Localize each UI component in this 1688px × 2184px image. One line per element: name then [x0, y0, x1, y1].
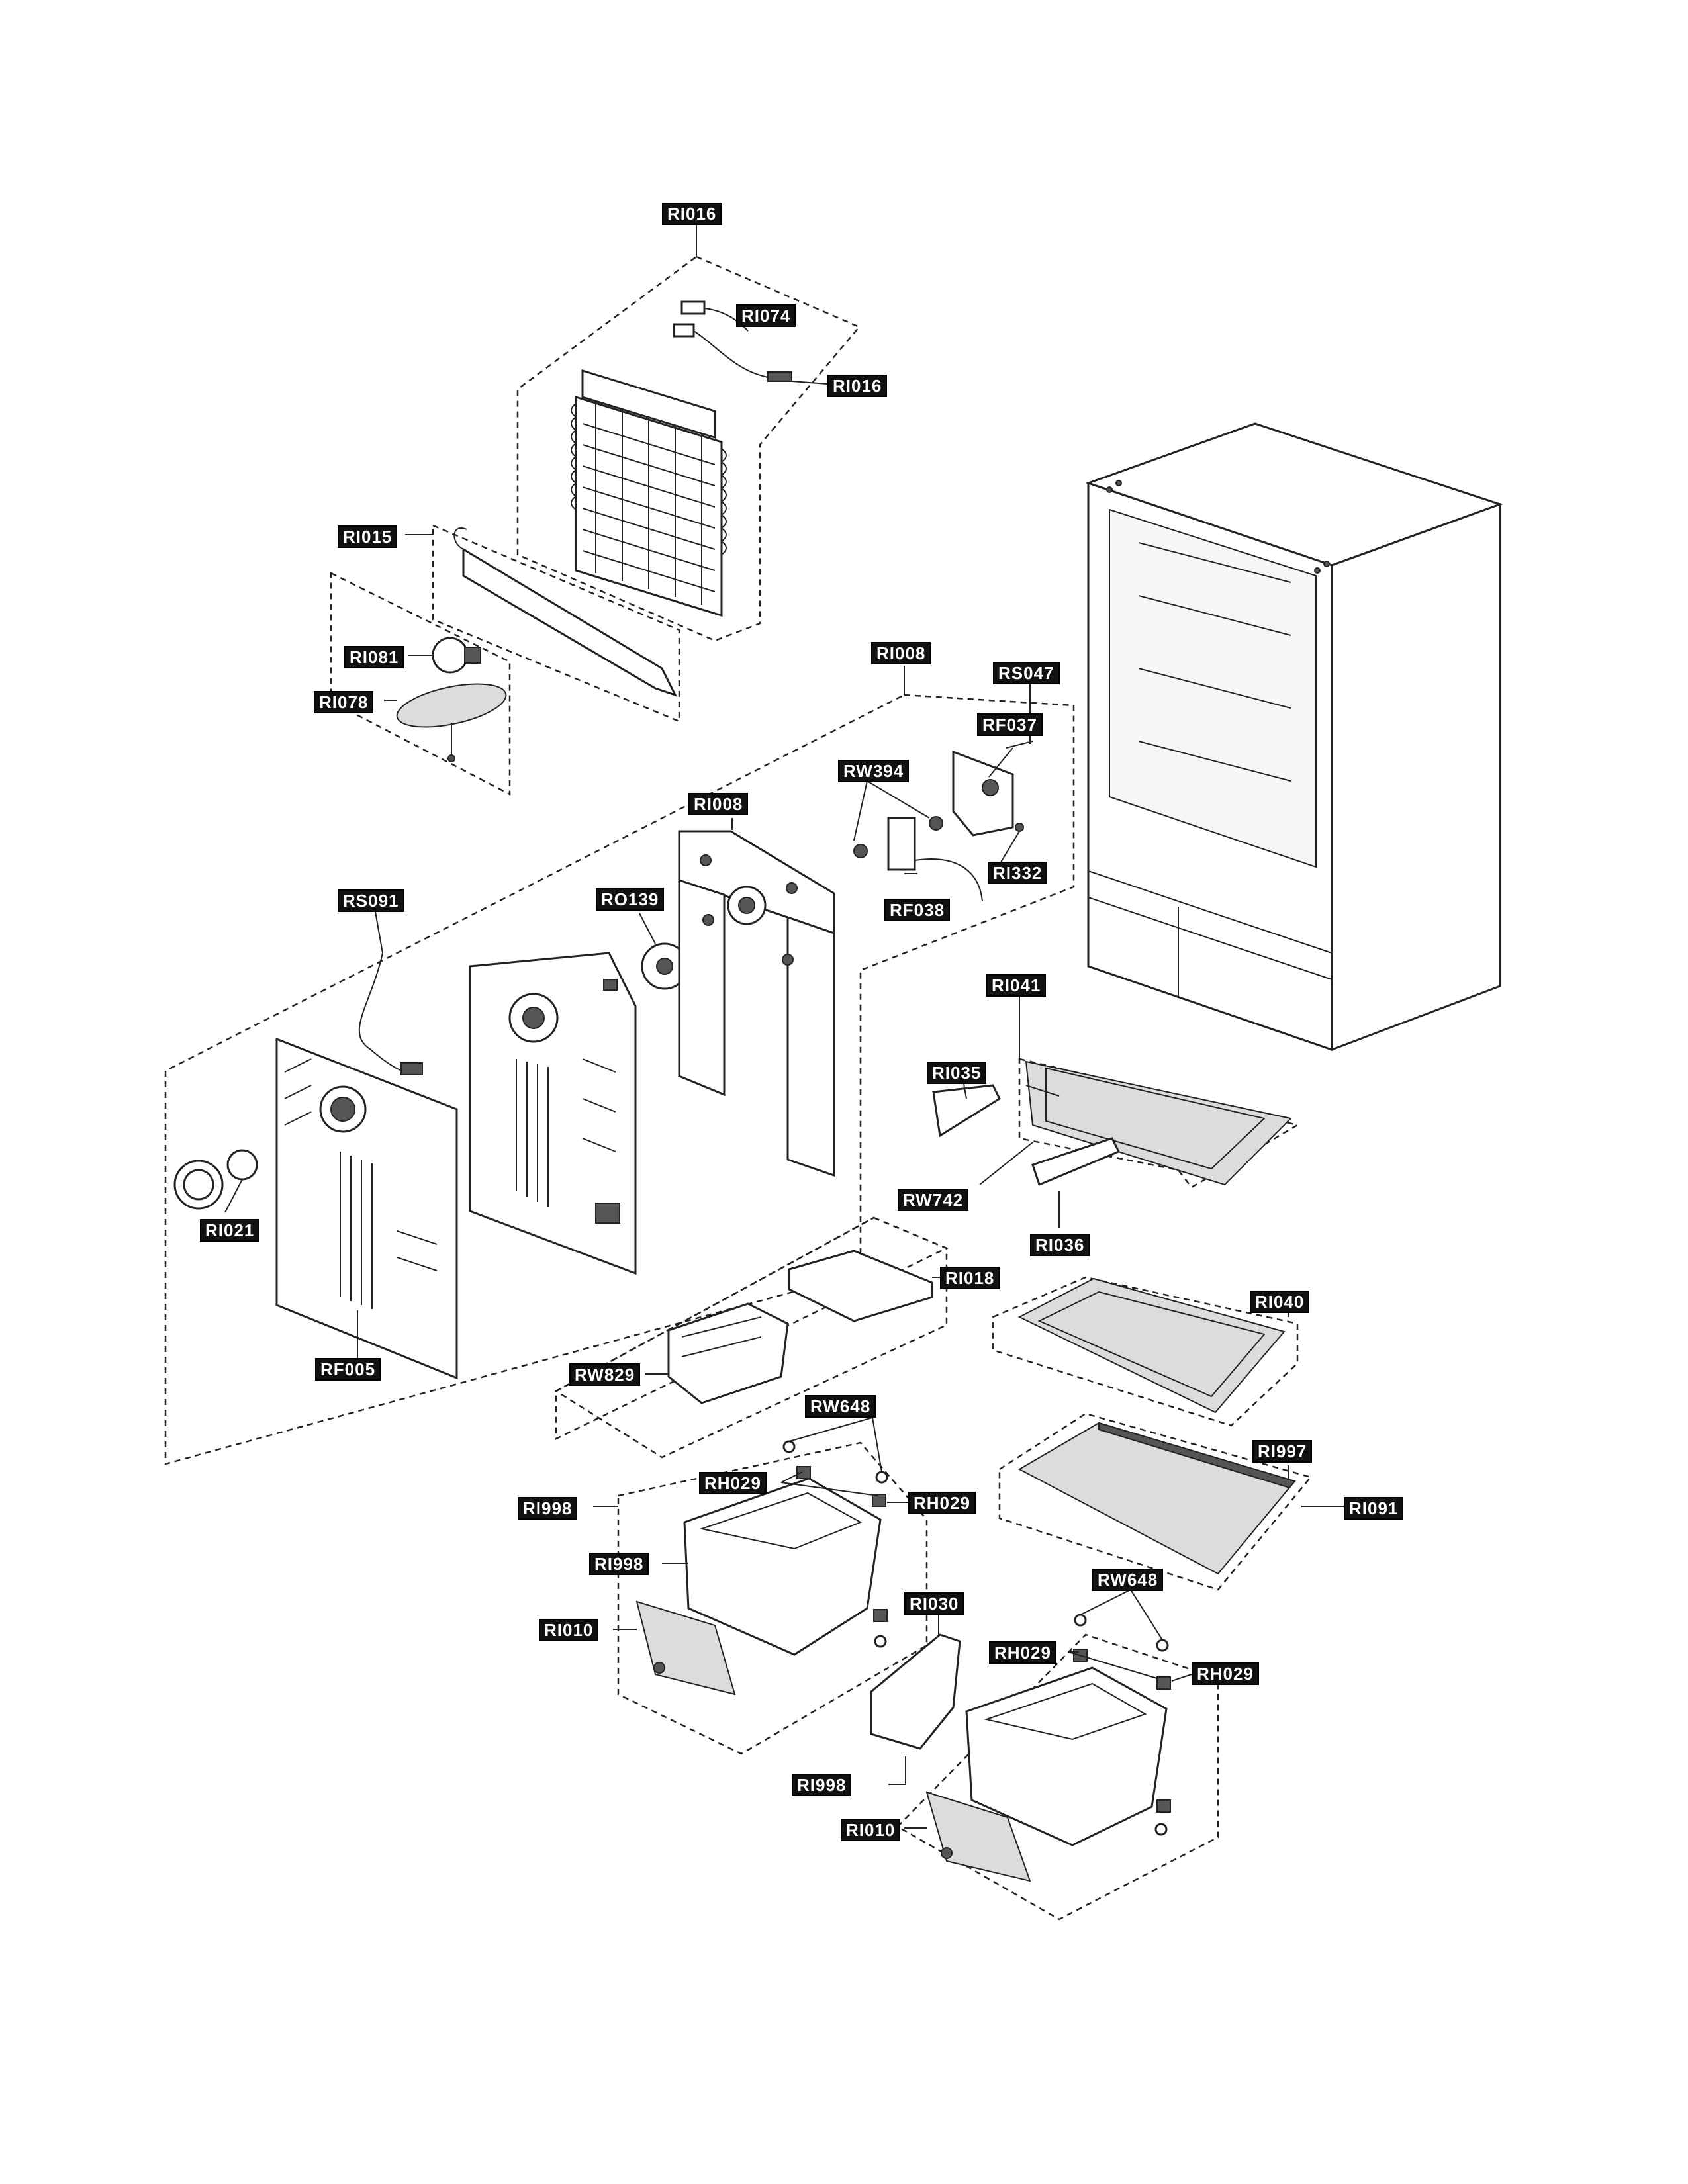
shelf-rail-right: [1031, 1137, 1121, 1187]
callout-ri030: RI030: [904, 1592, 964, 1615]
callout-ri332: RI332: [988, 862, 1048, 884]
callout-ri997: RI997: [1252, 1440, 1313, 1463]
callout-rw394: RW394: [838, 760, 910, 782]
lamp-group: [330, 571, 511, 796]
evaporator-coil: [571, 369, 727, 617]
basket-rw829: [667, 1302, 789, 1404]
callout-rh029-right-b: RH029: [1192, 1662, 1259, 1685]
front-duct-panel: [469, 952, 637, 1275]
crisper-divider: [870, 1614, 961, 1785]
wire-harness: [673, 300, 792, 382]
callout-rw648-right: RW648: [1092, 1569, 1164, 1591]
callout-rf005: RF005: [315, 1358, 381, 1381]
crisper-cover-right: [925, 1791, 1031, 1882]
grommets: [173, 1149, 258, 1210]
rear-duct-panel: [275, 1037, 458, 1380]
shelf-group-ri041: [932, 997, 1300, 1228]
callout-ri016-sensor: RI016: [827, 375, 888, 397]
callout-ri036: RI036: [1030, 1234, 1090, 1256]
callout-rh029-right-a: RH029: [989, 1641, 1056, 1664]
lamp-cover: [396, 683, 507, 762]
callout-rh029-left-a: RH029: [699, 1472, 767, 1494]
callout-ri998-left: RI998: [518, 1497, 578, 1520]
crisper-right-group: [896, 1589, 1219, 1921]
callout-ri016-top: RI016: [662, 203, 722, 225]
callout-ri008-group: RI008: [871, 642, 931, 664]
evaporator-group: [516, 225, 861, 642]
fan-cover: [678, 830, 835, 1177]
callout-rf037: RF037: [977, 713, 1043, 736]
fan-blade: [603, 942, 688, 991]
drawer-group: [554, 1216, 949, 1459]
callout-ri018: RI018: [940, 1267, 1000, 1289]
refrigerator-cabinet: [1085, 422, 1503, 1052]
callout-ri008-cover: RI008: [688, 793, 749, 815]
callout-ri041: RI041: [986, 974, 1047, 997]
callout-ri998-bin: RI998: [589, 1553, 649, 1575]
lamp-bulb: [432, 637, 481, 674]
callout-ri035: RI035: [927, 1062, 987, 1084]
shelf-rail-left: [932, 1084, 1001, 1138]
callout-ri010-right: RI010: [841, 1819, 901, 1841]
callout-rw742: RW742: [898, 1189, 969, 1211]
drawer-ri018: [788, 1250, 933, 1322]
rollers-left: [782, 1440, 888, 1648]
motor-bracket: [952, 741, 1033, 837]
fan-duct-group: [164, 666, 1075, 1465]
callout-ri010-left: RI010: [539, 1619, 599, 1641]
callout-ri091: RI091: [1344, 1497, 1404, 1520]
crisper-cover-left: [635, 1600, 736, 1696]
callout-rh029-left-b: RH029: [908, 1492, 976, 1514]
fan-motor: [853, 816, 983, 902]
callout-ri021: RI021: [200, 1219, 260, 1242]
callout-rs091: RS091: [338, 889, 404, 912]
shelf-ri997: [998, 1412, 1344, 1591]
callout-ri040: RI040: [1250, 1291, 1310, 1313]
callout-ri998-cover: RI998: [792, 1774, 852, 1796]
crisper-left-group: [593, 1417, 928, 1755]
callout-ri078: RI078: [314, 691, 374, 713]
sensor-harness: [358, 952, 423, 1075]
callout-rs047: RS047: [993, 662, 1060, 684]
callout-ro139: RO139: [596, 888, 665, 911]
crisper-bin-right: [965, 1666, 1168, 1846]
callout-rw829: RW829: [569, 1363, 641, 1386]
callout-rw648-left: RW648: [805, 1395, 876, 1418]
callout-rf038: RF038: [884, 899, 951, 921]
callout-ri015: RI015: [338, 525, 398, 548]
defrost-heater-group: [405, 524, 680, 723]
callout-ri081: RI081: [344, 646, 404, 668]
callout-ri074: RI074: [736, 304, 796, 327]
